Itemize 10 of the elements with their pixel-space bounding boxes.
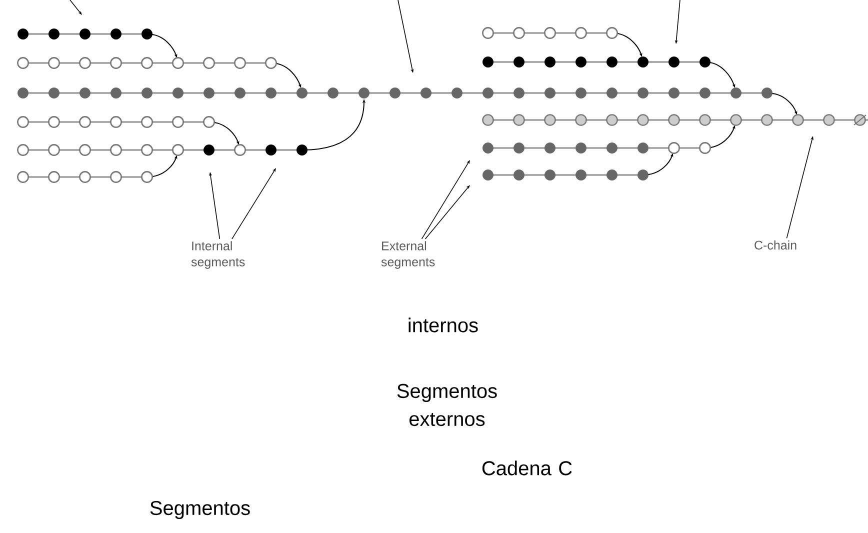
- segment-label: Internal segments: [191, 241, 245, 269]
- leader-line: [424, 185, 470, 240]
- leader-line: [232, 168, 276, 240]
- segment-label: C-chain: [754, 240, 796, 250]
- caption-text: Segmentos externos: [397, 384, 497, 426]
- caption-text: Cadena C: [482, 460, 572, 476]
- segment-label: External segments: [381, 241, 435, 269]
- leader-line: [421, 160, 470, 240]
- caption-text: Segmentos: [150, 500, 250, 520]
- caption-text: internos: [408, 318, 478, 332]
